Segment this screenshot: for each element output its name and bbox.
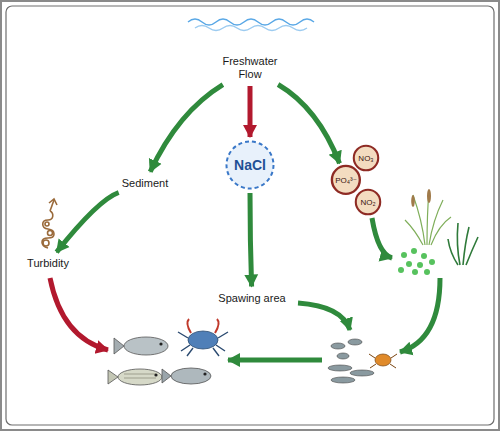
turbidity-icon (42, 199, 57, 248)
larvae-to-fish-arrow (228, 358, 322, 363)
chemical-label: NO₃ (358, 154, 373, 163)
node-text: Sediment (122, 177, 168, 190)
chemical-label: NO₂ (360, 198, 375, 207)
chemical-label: NaCl (234, 159, 266, 172)
nutrient-circle: PO₄³⁻ (331, 165, 361, 195)
flow-arrow (278, 85, 339, 164)
flow-arrow (150, 85, 223, 172)
process-label: Turbidity (24, 255, 72, 272)
node-text: Spawing area (218, 292, 285, 305)
plants-to-larvae-arrow (400, 278, 440, 352)
inner-frame (6, 6, 494, 425)
salt-circle: NaCl (225, 140, 275, 190)
process-label: Sediment (119, 175, 171, 192)
marsh-plants (398, 189, 478, 275)
turbidity-to-fish-arrow (50, 278, 108, 350)
flow-arrow (248, 86, 253, 137)
larvae-and-juveniles (328, 339, 397, 383)
source-label: Freshwater Flow (217, 53, 283, 83)
nutrient-circle: NO₃ (353, 145, 379, 171)
node-text: Freshwater Flow (220, 55, 280, 81)
spawning-to-larvae-arrow (298, 303, 350, 330)
adult-fish-and-crab (108, 319, 228, 385)
habitat-label: Spawing area (215, 290, 288, 307)
nutrient-circle: NO₂ (355, 189, 381, 215)
water-wave (188, 19, 314, 31)
flow-arrow (250, 193, 252, 287)
node-text: Turbidity (27, 257, 69, 270)
flow-arrow (57, 193, 119, 253)
nutrients-to-plants-arrow (372, 218, 392, 258)
chemical-label: PO₄³⁻ (335, 176, 357, 185)
